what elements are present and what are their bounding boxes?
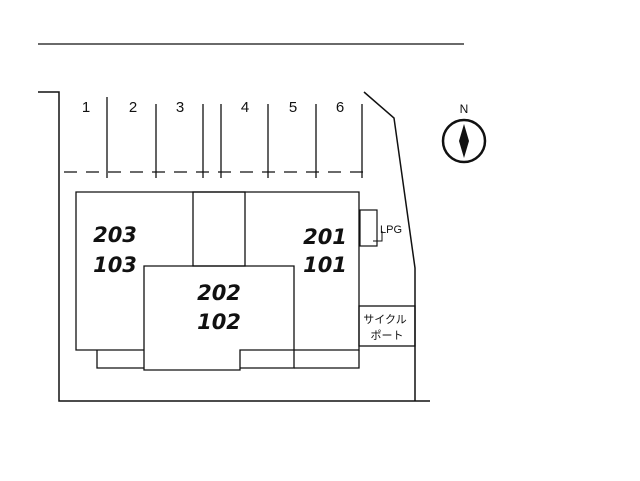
lpg-leader xyxy=(373,231,383,242)
lpg-label: LPG xyxy=(380,224,402,236)
lpg-tank xyxy=(359,209,378,247)
unit-201: 201 xyxy=(303,225,347,249)
parking-space-1: 1 xyxy=(82,99,90,116)
unit-101: 101 xyxy=(303,253,347,277)
cycle-port-label-1: サイクル xyxy=(363,313,406,326)
cycle-port-label-2: ポート xyxy=(371,329,404,342)
cycle-port xyxy=(358,305,416,347)
parking-space-5: 5 xyxy=(289,99,297,116)
site-boundary xyxy=(38,91,430,402)
unit-102: 102 xyxy=(197,310,241,334)
compass-north-label: N xyxy=(460,102,469,116)
unit-103: 103 xyxy=(93,253,137,277)
parking-dividers xyxy=(106,97,363,178)
unit-202: 202 xyxy=(197,281,241,305)
parking-space-4: 4 xyxy=(241,99,249,116)
building-outline xyxy=(75,191,360,371)
parking-space-2: 2 xyxy=(129,99,137,116)
parking-space-6: 6 xyxy=(336,99,344,116)
parking-space-3: 3 xyxy=(176,99,184,116)
unit-203: 203 xyxy=(93,223,137,247)
compass-icon: N xyxy=(441,102,487,164)
